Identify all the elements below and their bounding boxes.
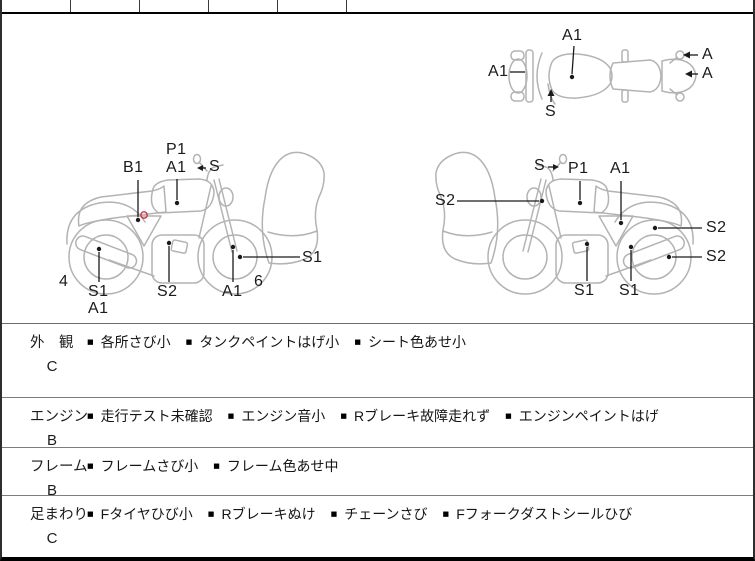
- grade-label: C: [46, 530, 58, 547]
- defect-text: Rブレーキ故障走れず: [353, 408, 491, 424]
- defect-item: ■ チェーンさび: [331, 504, 428, 524]
- label-topview-a1-front: A1: [488, 63, 509, 80]
- header-cell: [209, 0, 278, 12]
- label-left-b1: B1: [123, 159, 144, 176]
- grade-label: B: [46, 482, 57, 499]
- left-side-bike: [66, 151, 325, 295]
- footpeg-top: [621, 49, 629, 63]
- label-topview-a1-tank: A1: [562, 27, 583, 44]
- header-cell: [71, 0, 140, 12]
- leader-lines: [96, 45, 702, 282]
- label-left-s2-engine: S2: [157, 283, 178, 300]
- label-left-s-mirror: S: [209, 158, 221, 175]
- defect-text: Rブレーキぬけ: [221, 506, 316, 522]
- defect-item: ■ Fフォークダストシールひび: [443, 504, 633, 524]
- label-topview-s-mirror: S: [545, 103, 557, 120]
- label-left-s1-muffler: S1: [88, 283, 109, 300]
- defect-text: Fフォークダストシールひび: [456, 506, 633, 522]
- top-view-bike: [508, 49, 697, 105]
- defect-text: 走行テスト未確認: [100, 408, 213, 424]
- label-left-p1: P1: [166, 141, 187, 158]
- defect-item: ■ エンジン音小: [228, 406, 326, 426]
- defect-bullet: ■: [87, 508, 94, 520]
- condition-row-undercarriage: 足まわり C ■ Fタイヤひび小 ■ Rブレーキぬけ ■ チェーンさび ■ Fフォークダ…: [2, 495, 753, 557]
- defect-text: フレーム色あせ中: [226, 458, 339, 474]
- defect-item: ■ Fタイヤひび小: [87, 504, 193, 524]
- b1-damage-marker: [140, 211, 148, 219]
- category-label: フレーム: [30, 459, 88, 475]
- condition-row-exterior: 外 観 C ■ 各所さび小 ■ タンクペイントはげ小 ■ シート色あせ小: [2, 323, 753, 397]
- front-wheel-top: [508, 58, 528, 94]
- label-topview-a-tail: A: [702, 65, 714, 82]
- defect-item: ■ Rブレーキ故障走れず: [340, 406, 490, 426]
- defect-item: ■ エンジンペイントはげ: [505, 406, 659, 426]
- header-table-strip: [2, 0, 753, 14]
- defect-bullet: ■: [87, 410, 94, 422]
- defect-bullet: ■: [213, 460, 220, 472]
- fuel-tank-top: [548, 53, 613, 99]
- seat-top: [609, 59, 662, 93]
- label-left-num-6: 6: [254, 273, 264, 290]
- label-right-a1-cover: A1: [610, 160, 631, 177]
- defect-bullet: ■: [330, 508, 338, 520]
- category-label: 足まわり: [30, 507, 88, 523]
- defect-text: Fタイヤひび小: [100, 506, 193, 522]
- condition-table: 外 観 C ■ 各所さび小 ■ タンクペイントはげ小 ■ シート色あせ小 エンジン B…: [2, 323, 753, 557]
- defect-bullet: ■: [340, 410, 347, 422]
- condition-row-frame: フレーム B ■ フレームさび小 ■ フレーム色あせ中: [2, 447, 753, 499]
- defect-bullet: ■: [87, 460, 94, 472]
- defect-text: フレームさび小: [100, 458, 199, 474]
- windscreen-top: [536, 52, 543, 100]
- label-right-s2-shock: S2: [706, 219, 727, 236]
- grade-label: B: [46, 432, 57, 449]
- grade-label: C: [46, 358, 58, 375]
- category-label: 外 観: [30, 335, 74, 351]
- defect-item: ■ フレームさび小: [87, 456, 198, 476]
- label-left-a1-tank: A1: [166, 159, 187, 176]
- label-topview-a-signal: A: [702, 46, 714, 63]
- header-cell: [2, 0, 71, 12]
- label-right-s2-front: S2: [435, 192, 456, 209]
- header-cell: [278, 0, 347, 12]
- defect-item: ■ タンクペイントはげ小: [186, 332, 340, 352]
- defect-bullet: ■: [442, 508, 450, 520]
- category-label: エンジン: [30, 409, 88, 425]
- defect-item: ■ Rブレーキぬけ: [208, 504, 316, 524]
- header-cell: [140, 0, 209, 12]
- defect-bullet: ■: [505, 410, 512, 422]
- label-left-a1-muffler: A1: [88, 300, 109, 317]
- label-left-a1-fork: A1: [222, 283, 243, 300]
- defect-text: エンジンペイントはげ: [518, 408, 659, 424]
- label-right-s1-engine: S1: [574, 282, 595, 299]
- defect-item: ■ シート色あせ小: [354, 332, 466, 352]
- defect-text: タンクペイントはげ小: [199, 334, 340, 350]
- defect-bullet: ■: [207, 508, 215, 520]
- defect-bullet: ■: [354, 336, 361, 348]
- defect-bullet: ■: [87, 336, 94, 348]
- label-left-s1-wheel: S1: [302, 249, 323, 266]
- label-right-s1-frame: S1: [619, 282, 640, 299]
- right-side-bike: [435, 151, 694, 295]
- defect-bullet: ■: [185, 336, 193, 348]
- defect-item: ■ フレーム色あせ中: [213, 456, 338, 476]
- defect-text: エンジン音小: [241, 408, 326, 424]
- defect-item: ■ 各所さび小: [87, 332, 171, 352]
- label-right-s-mirror: S: [534, 157, 546, 174]
- damage-diagram-canvas: [66, 45, 702, 295]
- defect-bullet: ■: [227, 410, 235, 422]
- turn-signal-top: [675, 50, 685, 60]
- defect-text: チェーンさび: [344, 506, 428, 522]
- label-left-num-4: 4: [59, 273, 69, 290]
- defect-text: シート色あせ小: [367, 334, 466, 350]
- label-right-s2-muffler: S2: [706, 248, 727, 265]
- defect-text: 各所さび小: [100, 334, 171, 350]
- condition-row-engine: エンジン B ■ 走行テスト未確認 ■ エンジン音小 ■ Rブレーキ故障走れず ■ エン…: [2, 397, 753, 449]
- label-right-p1: P1: [568, 160, 589, 177]
- defect-item: ■ 走行テスト未確認: [87, 406, 213, 426]
- handlebar-top: [525, 49, 534, 103]
